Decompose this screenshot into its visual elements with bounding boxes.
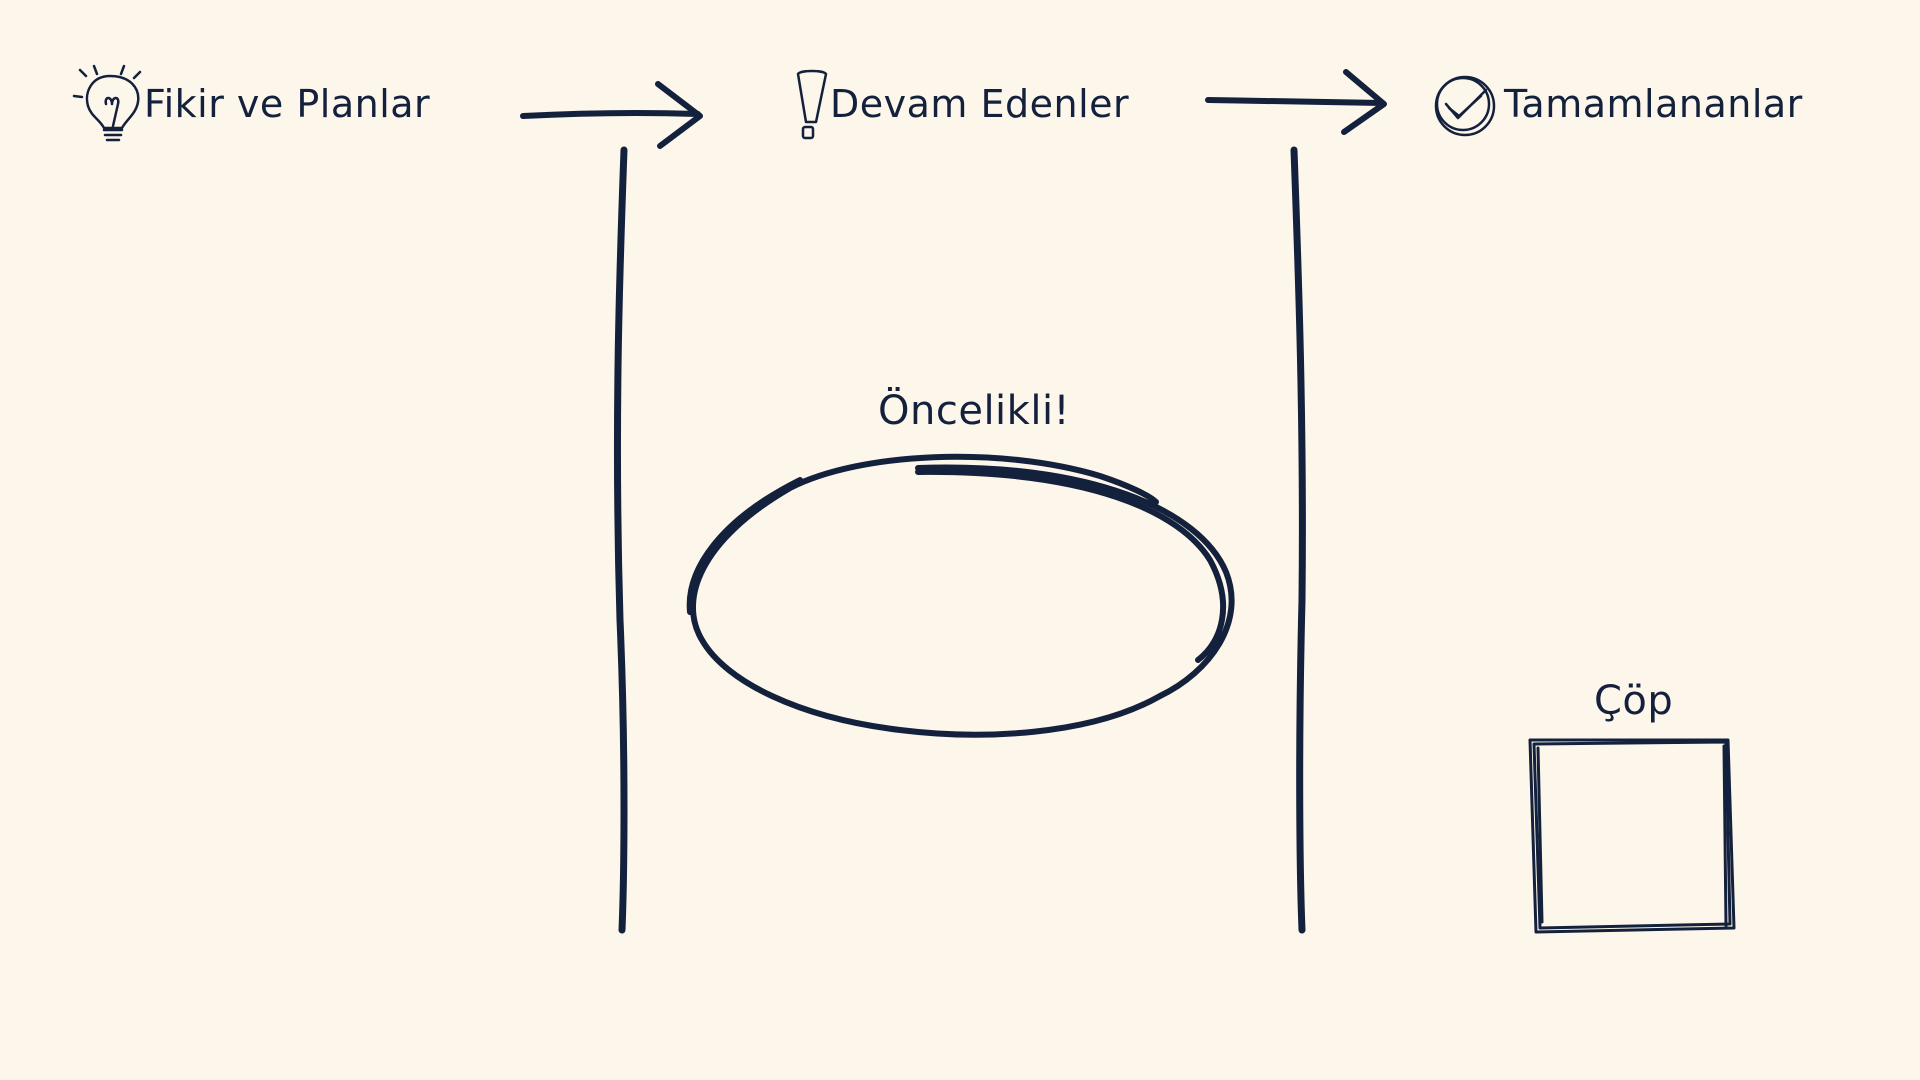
priority-ellipse <box>686 453 1235 738</box>
priority-label: Öncelikli! <box>878 388 1071 434</box>
trash-box <box>1528 738 1736 934</box>
arrow-right-icon <box>1205 69 1387 135</box>
column-divider <box>1290 146 1306 934</box>
trash-label: Çöp <box>1594 678 1674 724</box>
arrow-right-icon <box>520 81 703 149</box>
lightbulb-icon <box>72 64 142 142</box>
column-title-in-progress: Devam Edenler <box>830 82 1130 126</box>
column-divider <box>613 146 628 934</box>
exclamation-icon <box>796 69 828 140</box>
column-title-ideas: Fikir ve Planlar <box>144 82 431 126</box>
check-circle-icon <box>1434 75 1496 137</box>
column-title-completed: Tamamlananlar <box>1504 82 1803 126</box>
